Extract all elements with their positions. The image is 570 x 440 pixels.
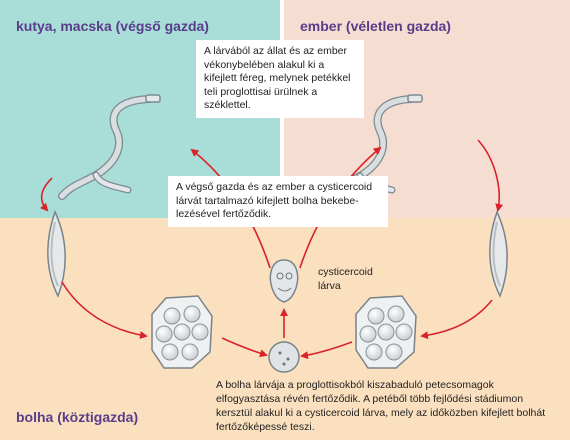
cysticercoid-label: cysticercoid lárva bbox=[318, 266, 373, 292]
flea-larva-egg bbox=[268, 341, 300, 373]
egg-packet-left bbox=[151, 295, 213, 369]
egg-packet-right bbox=[355, 295, 417, 369]
infection-note: A végső gazda és az ember a cysticercoid… bbox=[168, 176, 388, 227]
intermediate-host-title: bolha (köztigazda) bbox=[16, 409, 139, 425]
cysticercoid-larva bbox=[269, 259, 299, 303]
proglottid-right bbox=[489, 210, 508, 298]
proglottid-left bbox=[47, 210, 66, 298]
adult-worm-note: A lárvából az állat és az ember vékonybe… bbox=[196, 40, 364, 118]
life-cycle-arrows bbox=[40, 139, 504, 360]
definitive-host-title: kutya, macska (végső gazda) bbox=[16, 18, 209, 34]
accidental-host-title: ember (véletlen gazda) bbox=[300, 18, 451, 34]
flea-larva-note: A bolha lárvája a proglottisokból kiszab… bbox=[216, 379, 546, 433]
intermediate-host-panel bbox=[0, 218, 570, 440]
adult-tapeworm-left bbox=[58, 94, 161, 200]
